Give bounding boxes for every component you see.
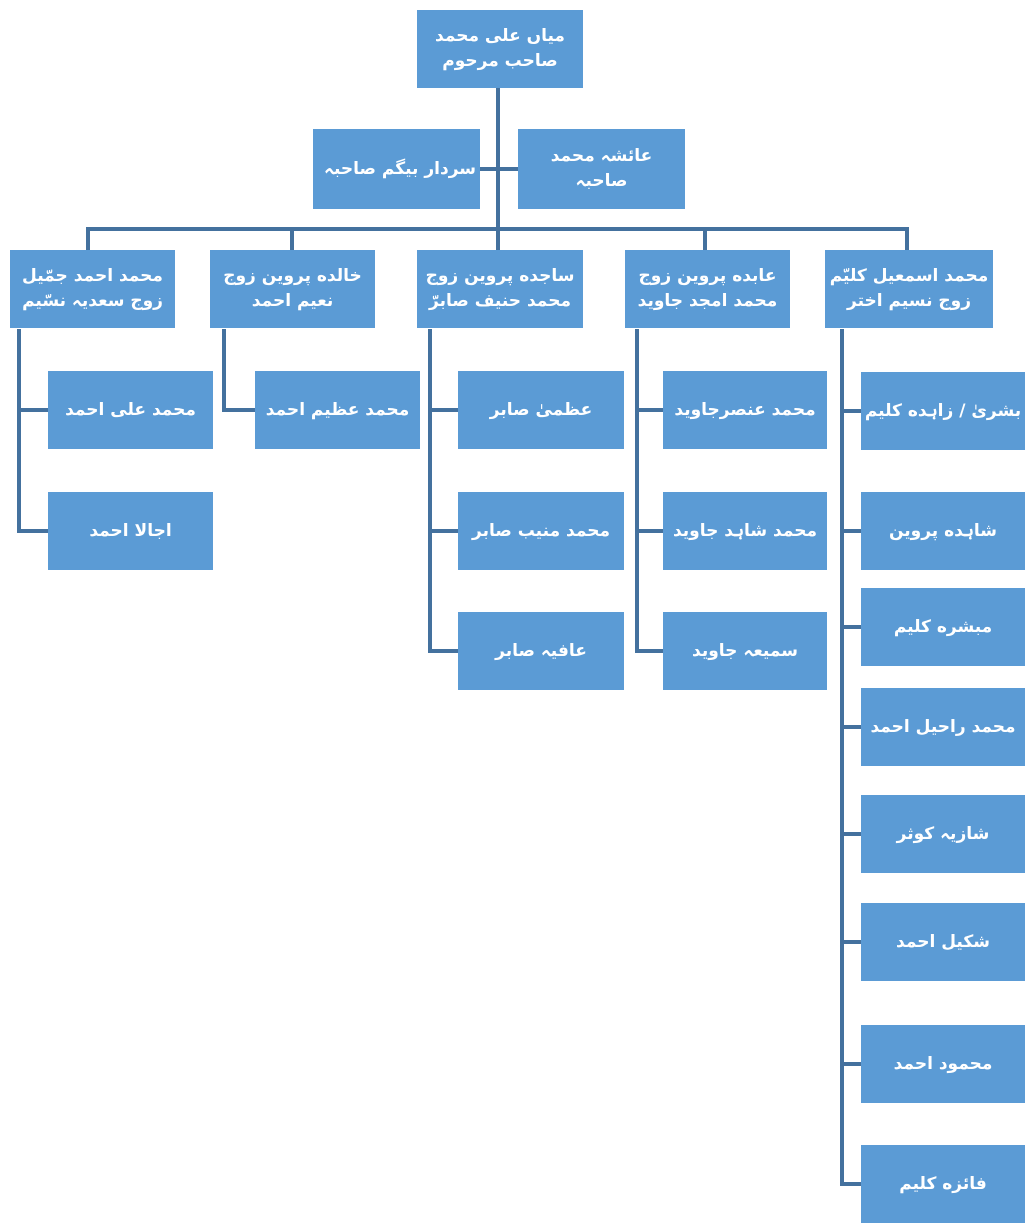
- connector-stub-4-3: [635, 649, 663, 653]
- connector-stub-1-1: [17, 408, 48, 412]
- node-branch-5[interactable]: محمد اسمعیل کلیّم زوج نسیم اختر: [825, 250, 993, 328]
- node-grandchild-1-2[interactable]: اجالا احمد: [48, 492, 213, 570]
- connector-hanger-2: [222, 329, 226, 412]
- connector-drop-branch-3: [496, 229, 500, 250]
- connector-stub-5-3: [840, 625, 861, 629]
- connector-stub-3-2: [428, 529, 458, 533]
- connector-hanger-4: [635, 329, 639, 653]
- node-grandchild-5-8[interactable]: فائزه کلیم: [861, 1145, 1025, 1223]
- connector-stub-5-8: [840, 1182, 861, 1186]
- connector-drop-branch-2: [290, 229, 294, 250]
- node-grandchild-5-4[interactable]: محمد راحیل احمد: [861, 688, 1025, 766]
- node-grandchild-4-1[interactable]: محمد عنصرجاوید: [663, 371, 827, 449]
- connector-stub-2-1: [222, 408, 255, 412]
- connector-root-vertical: [496, 88, 500, 231]
- node-grandchild-1-1[interactable]: محمد علی احمد: [48, 371, 213, 449]
- connector-stub-5-1: [840, 409, 861, 413]
- node-spouse-2[interactable]: عائشہ محمد صاحبہ: [518, 129, 685, 209]
- connector-drop-branch-4: [703, 229, 707, 250]
- connector-stub-1-2: [17, 529, 48, 533]
- node-grandchild-5-5[interactable]: شازیہ کوثر: [861, 795, 1025, 873]
- connector-stub-5-4: [840, 725, 861, 729]
- connector-drop-branch-5: [905, 229, 909, 250]
- node-grandchild-5-7[interactable]: محمود احمد: [861, 1025, 1025, 1103]
- connector-stub-5-6: [840, 940, 861, 944]
- connector-stub-5-7: [840, 1062, 861, 1066]
- connector-couple-horizontal: [480, 167, 520, 171]
- node-grandchild-4-2[interactable]: محمد شاہد جاوید: [663, 492, 827, 570]
- node-grandchild-4-3[interactable]: سمیعہ جاوید: [663, 612, 827, 690]
- node-grandchild-5-6[interactable]: شکیل احمد: [861, 903, 1025, 981]
- node-grandchild-2-1[interactable]: محمد عظیم احمد: [255, 371, 420, 449]
- node-grandchild-5-1[interactable]: بشریٰ / زاہده کلیم: [861, 372, 1025, 450]
- connector-drop-branch-1: [86, 229, 90, 250]
- node-grandchild-5-2[interactable]: شاہده پروین: [861, 492, 1025, 570]
- node-grandchild-5-3[interactable]: مبشره کلیم: [861, 588, 1025, 666]
- node-grandchild-3-1[interactable]: عظمیٰ صابر: [458, 371, 624, 449]
- node-grandchild-3-3[interactable]: عافیہ صابر: [458, 612, 624, 690]
- connector-hanger-1: [17, 329, 21, 533]
- connector-stub-5-2: [840, 529, 861, 533]
- node-grandchild-3-2[interactable]: محمد منیب صابر: [458, 492, 624, 570]
- node-branch-2[interactable]: خالده پروین زوج نعیم احمد: [210, 250, 375, 328]
- connector-hanger-3: [428, 329, 432, 653]
- node-root-ancestor[interactable]: میاں علی محمد صاحب مرحوم: [417, 10, 583, 88]
- connector-stub-3-1: [428, 408, 458, 412]
- connector-stub-5-5: [840, 832, 861, 836]
- node-branch-1[interactable]: محمد احمد جمّیل زوج سعدیہ نسّیم: [10, 250, 175, 328]
- node-spouse-1[interactable]: سردار بیگم صاحبہ: [313, 129, 480, 209]
- node-branch-3[interactable]: ساجده پروین زوج محمد حنیف صابرّ: [417, 250, 583, 328]
- connector-stub-4-2: [635, 529, 663, 533]
- connector-stub-3-3: [428, 649, 458, 653]
- connector-hanger-5: [840, 329, 844, 1186]
- connector-stub-4-1: [635, 408, 663, 412]
- node-branch-4[interactable]: عابده پروین زوج محمد امجد جاوید: [625, 250, 790, 328]
